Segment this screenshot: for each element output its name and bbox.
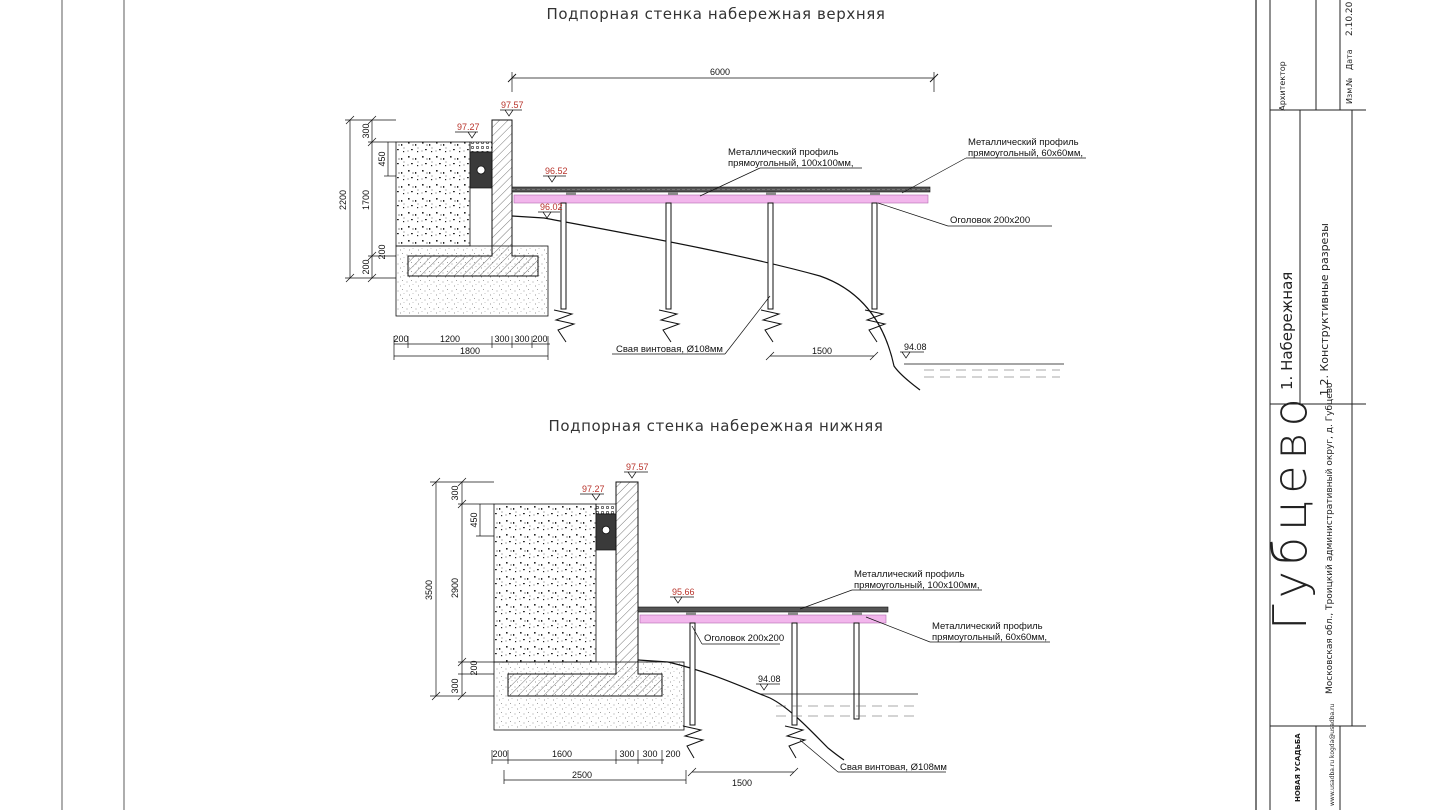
lower-note-cap: Оголовок 200х200 [704, 633, 784, 644]
upper-water [904, 363, 1064, 378]
upper-dims-vertical [345, 115, 396, 283]
upper-dim-200b: 200 [361, 259, 371, 274]
upper-level-top: 97.57 [501, 100, 524, 110]
upper-dim-total: 6000 [507, 67, 939, 92]
lower-base-dim-2: 300 [619, 749, 634, 759]
upper-note-profile100-l1: Металлический профиль [728, 147, 839, 158]
upper-base-dim-1: 1200 [440, 334, 460, 344]
lower-base-dim-1: 1600 [552, 749, 572, 759]
upper-note-pile: Свая винтовая, Ø108мм [616, 344, 723, 355]
upper-dim-450: 450 [377, 151, 387, 166]
stamp-project: Губцево [1263, 392, 1317, 630]
upper-base-dim-0: 200 [393, 334, 408, 344]
upper-pile-spacing-label: 1500 [812, 346, 832, 356]
upper-base-total: 1800 [460, 346, 480, 356]
upper-title: Подпорная стенка набережная верхняя [546, 5, 885, 23]
upper-note-profile60-l2: прямоугольный, 60х60мм, [968, 148, 1083, 159]
upper-level-deck: 96.52 [545, 166, 568, 176]
lower-ground-line [637, 659, 845, 761]
title-block [1269, 0, 1366, 810]
lower-level-deck: 95.66 [672, 587, 695, 597]
upper-base-dim-3: 300 [514, 334, 529, 344]
upper-note-profile60-l1: Металлический профиль [968, 137, 1079, 148]
lower-note-profile100-l1: Металлический профиль [854, 569, 965, 580]
upper-base-dim-4: 200 [532, 334, 547, 344]
lower-water [760, 693, 918, 717]
upper-dim-2200: 2200 [338, 190, 348, 210]
lower-note-pile: Свая винтовая, Ø108мм [840, 762, 947, 773]
stamp-col-izm: Изм. [1345, 85, 1354, 104]
lower-pile-spacing-label: 1500 [732, 778, 752, 788]
stamp-section: 1. Набережная [1278, 272, 1296, 390]
upper-dims-base [393, 336, 550, 360]
upper-retaining-wall [407, 119, 539, 277]
lower-level-top: 97.57 [626, 462, 649, 472]
upper-level-water: 94.08 [904, 342, 927, 352]
lower-dims-base [491, 750, 687, 784]
lower-level-water: 94.08 [758, 674, 781, 684]
lower-base-dim-4: 200 [665, 749, 680, 759]
upper-pile-spacing [765, 351, 879, 361]
lower-base-total: 2500 [572, 770, 592, 780]
upper-deck-profile [513, 194, 929, 204]
lower-dim-200: 200 [469, 660, 479, 675]
lower-dim-3500: 3500 [424, 580, 434, 600]
lower-base-dim-3: 300 [642, 749, 657, 759]
lower-dims-vertical [430, 477, 494, 701]
upper-level-ground: 96.02 [540, 202, 563, 212]
lower-pile-spacing [687, 767, 799, 777]
lower-backfill [493, 503, 597, 663]
stamp-contacts: www.usadba.ru kogda@usadba.ru [1329, 703, 1336, 806]
stamp-address: Московская обл., Троицкий административн… [1325, 382, 1335, 694]
stamp-sheet-name: 1.2. Конструктивные разрезы [1318, 223, 1331, 396]
upper-dim-total-label: 6000 [710, 67, 730, 77]
upper-level-fill: 97.27 [457, 122, 480, 132]
lower-dim-2900: 2900 [450, 578, 460, 598]
upper-note-profile100-l2: прямоугольный, 100х100мм, [728, 158, 854, 169]
lower-note-profile60-l1: Металлический профиль [932, 621, 1043, 632]
lower-title: Подпорная стенка набережная нижняя [548, 417, 883, 435]
stamp-date: 2.10.20 [1345, 1, 1355, 36]
stamp-architect: Архитектор [1278, 61, 1287, 111]
lower-deck-profile [639, 614, 887, 624]
lower-level-fill: 97.27 [582, 484, 605, 494]
lower-note-profile100-l2: прямоугольный, 100х100мм, [854, 580, 980, 591]
lower-dim-450: 450 [469, 512, 479, 527]
upper-backfill [395, 141, 471, 247]
upper-note-cap: Оголовок 200х200 [950, 215, 1030, 226]
upper-base-dim-2: 300 [494, 334, 509, 344]
stamp-col-date: Дата [1345, 49, 1354, 70]
upper-ground-line [511, 215, 921, 391]
lower-deck-board [637, 606, 889, 613]
upper-dim-200a: 200 [377, 244, 387, 259]
lower-base-dim-0: 200 [492, 749, 507, 759]
stamp-company: НОВАЯ УСАДЬБА [1294, 733, 1302, 802]
stamp-col-no: № [1345, 77, 1354, 86]
upper-piles [560, 202, 878, 310]
lower-dim-300a: 300 [450, 485, 460, 500]
upper-dim-1700: 1700 [361, 190, 371, 210]
lower-note-profile60-l2: прямоугольный, 60х60мм, [932, 632, 1047, 643]
lower-piles [689, 622, 860, 726]
lower-dim-300b: 300 [450, 678, 460, 693]
lower-retaining-wall [507, 481, 663, 697]
upper-dim-300: 300 [361, 123, 371, 138]
